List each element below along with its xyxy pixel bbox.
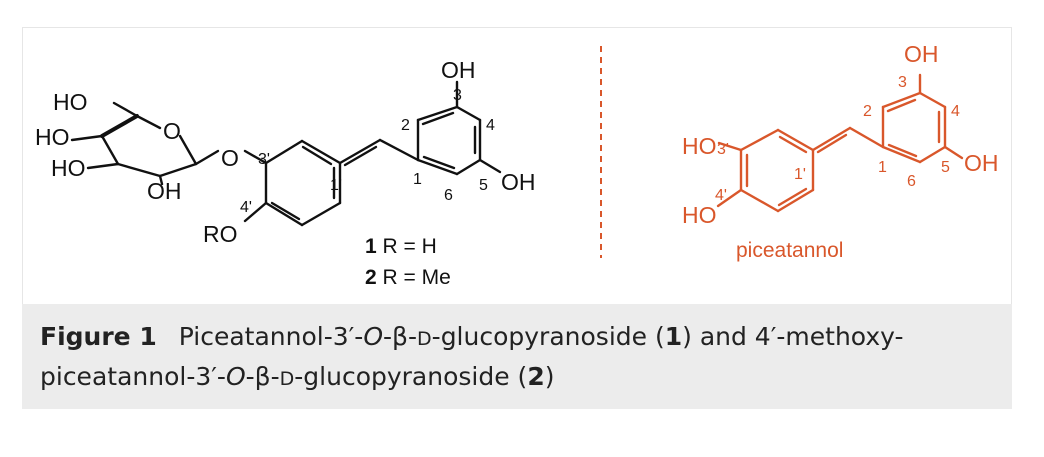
- caption-label: Figure 1: [40, 322, 157, 351]
- glucoside-structure: [70, 80, 502, 227]
- compound-1-label: 1 R = H: [365, 235, 437, 258]
- piceatannol-position-4: 4: [951, 103, 960, 120]
- position-4-prime: 4': [240, 199, 252, 216]
- caption-compound-1: 1: [664, 322, 683, 351]
- glycosidic-o-label: O: [221, 145, 239, 171]
- position-1: 1: [413, 171, 422, 188]
- caption-o-1: O: [363, 322, 384, 351]
- piceatannol-structure: [716, 73, 964, 213]
- ho-label-3: HO: [51, 155, 86, 181]
- caption-part-8: ): [544, 362, 555, 391]
- piceatannol-position-5: 5: [941, 159, 950, 176]
- piceatannol-position-4-prime: 4': [715, 187, 727, 204]
- piceatannol-ho-4prime-label: HO: [682, 202, 717, 228]
- position-5: 5: [479, 177, 488, 194]
- caption-d-2: D: [279, 368, 295, 390]
- caption-part-6: -β-: [245, 362, 280, 391]
- ho-label-2: HO: [35, 124, 70, 150]
- piceatannol-ho-3prime-label: HO: [682, 133, 717, 159]
- piceatannol-position-3-prime: 3': [717, 141, 729, 158]
- position-6: 6: [444, 187, 453, 204]
- ring-o-label: O: [163, 118, 181, 144]
- oh-top-label: OH: [441, 57, 476, 83]
- piceatannol-position-6: 6: [907, 173, 916, 190]
- caption-band: [22, 304, 1012, 409]
- piceatannol-position-3: 3: [898, 74, 907, 91]
- ro-label: RO: [203, 221, 238, 247]
- position-3: 3: [453, 87, 462, 104]
- caption-compound-2: 2: [527, 362, 545, 391]
- piceatannol-position-2: 2: [863, 103, 872, 120]
- position-1-prime: 1': [330, 177, 342, 194]
- piceatannol-oh-top-label: OH: [904, 41, 939, 67]
- piceatannol-label: piceatannol: [736, 239, 843, 262]
- position-3-prime: 3': [258, 151, 270, 168]
- position-4: 4: [486, 117, 495, 134]
- caption-part-5: piceatannol-3′-: [40, 362, 226, 391]
- ho-label-1: HO: [53, 89, 88, 115]
- caption-part-7: -glucopyranoside (: [294, 362, 528, 391]
- position-2: 2: [401, 117, 410, 134]
- oh-bottom-label: OH: [147, 178, 182, 204]
- caption-part-2: -β-: [383, 322, 418, 351]
- piceatannol-position-1: 1: [878, 159, 887, 176]
- caption-d-1: D: [417, 328, 432, 350]
- piceatannol-position-1-prime: 1': [794, 166, 806, 183]
- oh-right-label: OH: [501, 169, 536, 195]
- caption-o-2: O: [225, 362, 246, 391]
- piceatannol-oh-right-label: OH: [964, 150, 999, 176]
- caption-part-3: -glucopyranoside (: [431, 322, 665, 351]
- caption-part-1: Piceatannol-3′-: [178, 322, 364, 351]
- caption-part-4: ) and 4′-methoxy-: [682, 322, 904, 351]
- compound-2-label: 2 R = Me: [365, 266, 451, 289]
